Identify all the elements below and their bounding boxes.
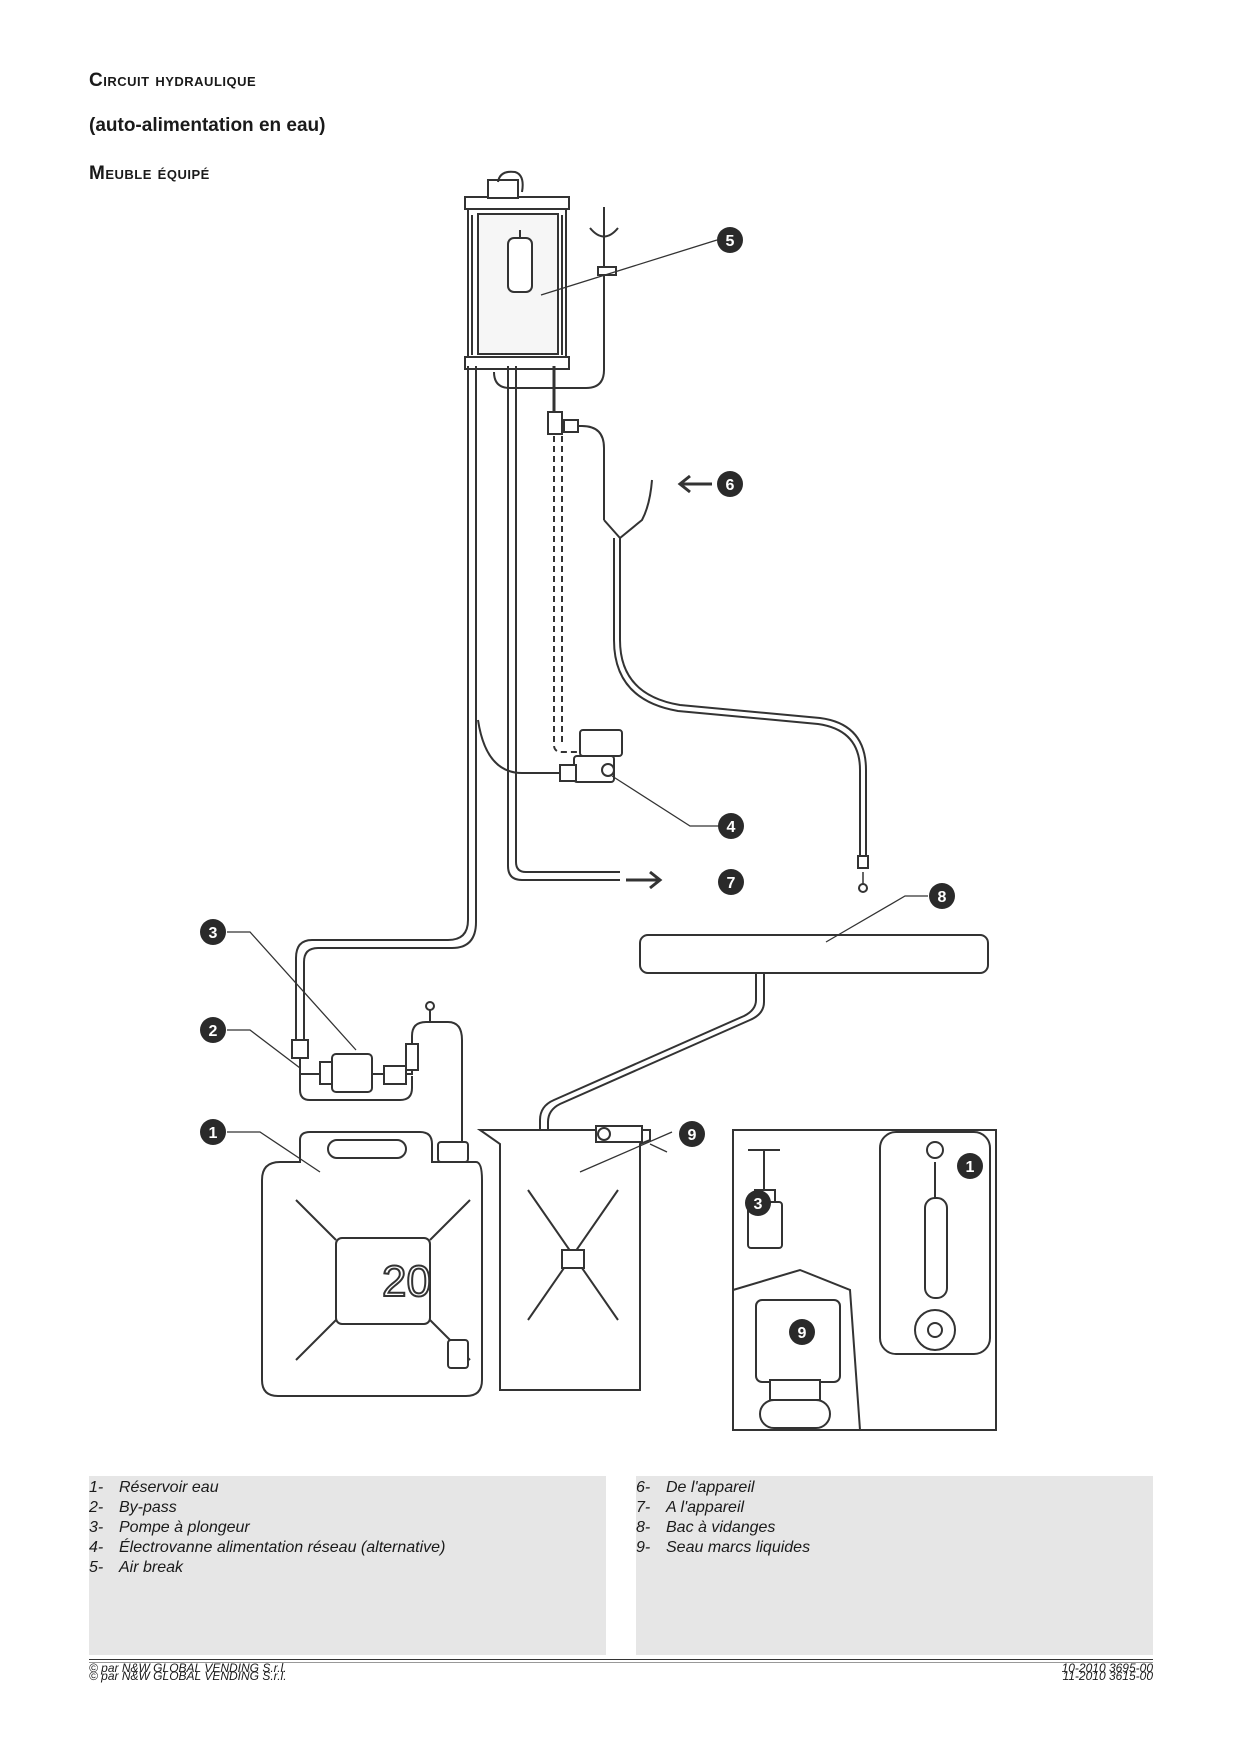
footer-divider-secondary [89, 1662, 1153, 1663]
legend-item-8: 8-Bac à vidanges [636, 1519, 776, 1536]
callout-2: 2 [209, 1023, 218, 1040]
inset-detail [732, 1129, 997, 1431]
section-title: Meuble équipé [89, 163, 210, 184]
footer-divider [89, 1659, 1153, 1660]
legend-item-3: 3-Pompe à plongeur [89, 1519, 250, 1536]
pump-assembly [291, 1001, 463, 1348]
solenoid-valve [477, 719, 623, 783]
inset-callout-3: 3 [754, 1196, 763, 1213]
legend-item-2: 2-By-pass [89, 1499, 177, 1516]
canister-capacity-label: 20 [382, 1257, 431, 1306]
legend-item-1: 1-Réservoir eau [89, 1479, 219, 1496]
air-break-unit [464, 170, 570, 370]
drip-tray [539, 934, 989, 1130]
callout-4: 4 [727, 819, 736, 836]
hydraulic-circuit-diagram: 20 5 6 4 7 8 3 2 1 9 1 3 9 [200, 170, 997, 1431]
waste-bucket [476, 1125, 651, 1391]
callout-5: 5 [726, 233, 735, 250]
legend-item-6: 6-De l'appareil [636, 1479, 755, 1496]
inset-callout-9: 9 [798, 1325, 807, 1342]
water-canister [261, 1131, 483, 1397]
inset-callout-1: 1 [966, 1159, 975, 1176]
legend-left: 1-Réservoir eau 2-By-pass 3-Pompe à plon… [89, 1476, 606, 1655]
page-subtitle: (auto-alimentation en eau) [89, 115, 326, 136]
callout-7: 7 [727, 875, 736, 892]
legend-item-7: 7-A l'appareil [636, 1499, 745, 1516]
footer-copyright: © par N&W GLOBAL VENDING S.r.l. © par N&… [89, 1661, 287, 1683]
callout-1: 1 [209, 1125, 218, 1142]
legend-item-9: 9-Seau marcs liquides [636, 1539, 811, 1556]
callout-3: 3 [209, 925, 218, 942]
page-title: Circuit hydraulique [89, 70, 257, 91]
callout-6: 6 [726, 477, 735, 494]
callout-8: 8 [938, 889, 947, 906]
legend-right: 6-De l'appareil 7-A l'appareil 8-Bac à v… [636, 1476, 1153, 1655]
legend-item-5: 5-Air break [89, 1559, 184, 1576]
footer-doc-code: 10-2010 3695-00 11-2010 3615-00 [1061, 1661, 1153, 1683]
callout-9: 9 [688, 1127, 697, 1144]
legend-item-4: 4-Électrovanne alimentation réseau (alte… [89, 1539, 446, 1556]
